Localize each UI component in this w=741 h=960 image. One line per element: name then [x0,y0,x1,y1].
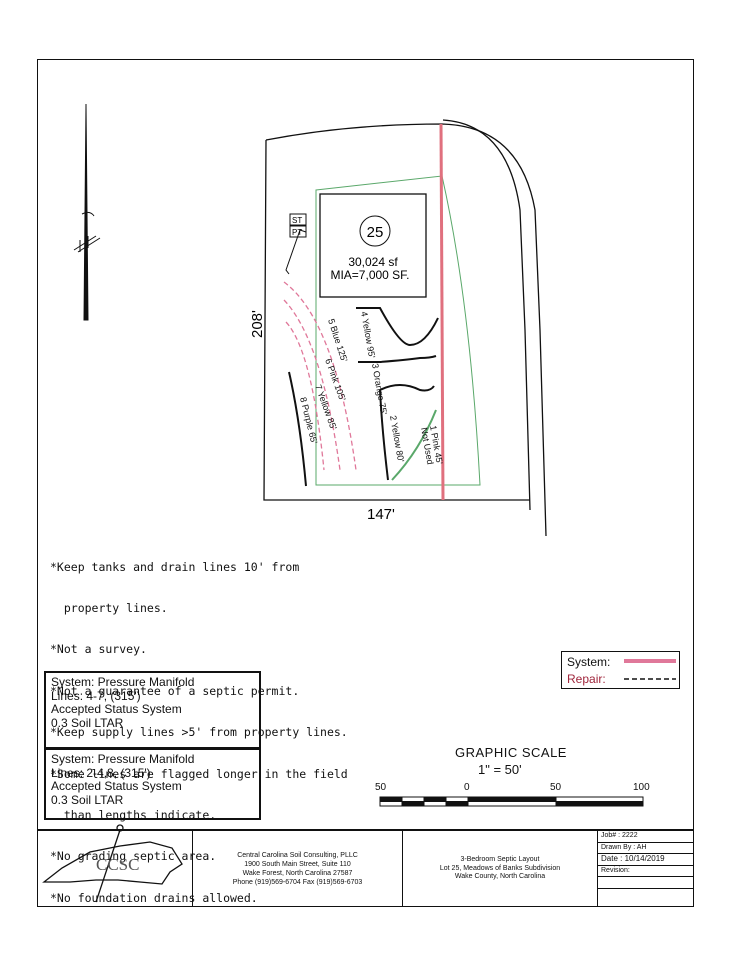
line-label-2: 2 Yellow 80' [388,415,406,464]
drawn-by: Drawn By : AH [598,843,694,854]
scale-tick: 50 [375,782,387,793]
system-ltar: 0.3 Soil LTAR [51,715,124,730]
graphic-scale-title: GRAPHIC SCALE [455,745,567,760]
note: *No foundation drains allowed. [50,890,258,905]
line-label-4: 4 Yellow 95' [359,311,377,360]
system-type: System: Pressure Manifold [51,752,195,766]
drawing-date: Date : 10/14/2019 [598,854,694,866]
project-county: Wake County, North Carolina [454,873,546,880]
graphic-scale-bar [379,796,644,807]
blank-row [598,889,694,900]
note: *Not a guarantee of a septic permit. [50,683,300,698]
drawing-border [37,59,694,830]
system-lines: Lines: 2-4,8, (315') [51,765,151,780]
legend-repair-label: Repair: [567,672,606,686]
lot-area: 30,024 sf [348,255,398,269]
company-address1: 1900 South Main Street, Suite 110 [244,861,351,868]
lot-mia: MIA=7,000 SF. [330,268,409,282]
company-name: Central Carolina Soil Consulting, PLLC [237,852,358,859]
company-logo-text: CCSC [96,855,140,874]
scale-tick: 50 [550,782,562,793]
repair-lines [283,281,357,471]
line-1-green [391,409,437,481]
dimension-bottom: 147' [367,506,395,523]
system-ltar: 0.3 Soil LTAR [51,792,124,807]
line-label-3: 3 Orange 75' [370,363,389,416]
scale-tick: 100 [633,782,650,793]
note: *No grading septic area. [50,849,217,864]
system-lines [288,307,439,487]
system-status: Accepted Status System [51,702,182,716]
company-address2: Wake Forest, North Carolina 27587 [242,870,353,877]
project-lot: Lot 25, Meadows of Banks Subdivision [439,864,561,872]
note: *Not a survey. [50,642,147,657]
company-info: Central Carolina Soil Consulting, PLLC 1… [192,831,402,906]
north-arrow-icon [73,103,101,321]
note: *Keep tanks and drain lines 10' from [50,559,300,574]
lot-number-circle [359,215,391,247]
system-box-2: System: Pressure Manifold Lines: 2-4,8, … [44,748,261,820]
line-label-5: 5 Blue 125' [326,318,349,364]
job-info: Job# : 2222 Drawn By : AH Date : 10/14/2… [597,831,694,906]
system-box-1: System: Pressure Manifold Lines: 4-7, (3… [44,671,261,749]
house-footprint [319,193,427,298]
project-info: 3-Bedroom Septic Layout Lot 25, Meadows … [402,831,597,906]
property-line-pink [439,123,445,501]
tag-st-box [289,213,307,226]
note: *Keep supply lines >5' from property lin… [50,725,348,740]
legend: System: Repair: [561,651,680,689]
tag-pt: PT [292,228,302,237]
lot-number: 25 [367,224,384,241]
revision: Revision: [598,866,694,877]
system-status: Accepted Status System [51,779,182,793]
note: *Some lines are flagged longer in the fi… [50,766,348,781]
project-title: 3-Bedroom Septic Layout [460,856,540,863]
system-lines: Lines: 4-7, (315') [51,688,141,703]
blank-row [598,877,694,889]
nc-state-logo-icon [42,824,183,903]
supply-line [285,229,307,275]
lot-boundary [263,139,530,501]
job-number: Job# : 2222 [598,831,694,843]
title-block: CCSC Central Carolina Soil Consulting, P… [37,830,694,907]
scale-tick: 0 [464,782,470,793]
tag-st: ST [292,216,302,225]
graphic-scale-ratio: 1" = 50' [478,762,522,777]
legend-system-label: System: [567,655,611,669]
system-type: System: Pressure Manifold [51,675,195,689]
setback-line [315,175,481,486]
note: property lines. [50,600,168,615]
company-phone: Phone (919)569-6704 Fax (919)569-6703 [232,879,363,886]
dimension-left: 208' [249,310,266,338]
road-edge [265,119,547,537]
notes-list: *Keep tanks and drain lines 10' from pro… [50,533,348,919]
